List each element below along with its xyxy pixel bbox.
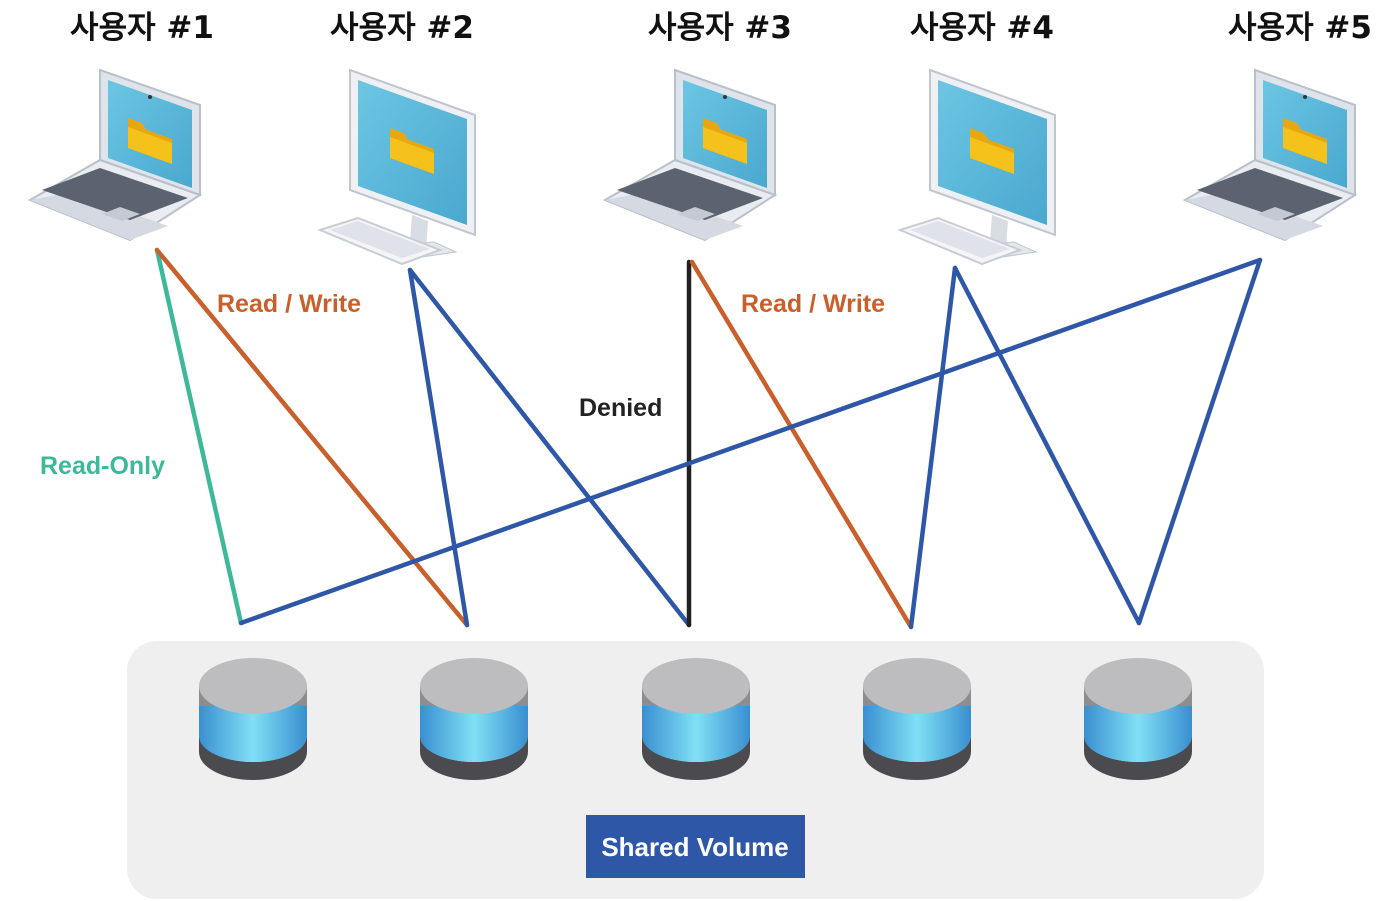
desktop-computer-icon <box>900 70 1055 264</box>
disk-icon <box>863 658 971 780</box>
disk-icon <box>199 658 307 780</box>
label-read-write-user1: Read / Write <box>217 290 361 318</box>
edge-user2-disk3 <box>407 267 692 628</box>
user-3: 사용자 #3 <box>605 10 792 240</box>
edge-user5-disk5 <box>1136 257 1263 626</box>
user-4: 사용자 #4 <box>900 10 1055 264</box>
edge-user1-read-only <box>154 247 244 626</box>
edge-user4-disk4 <box>908 265 958 630</box>
user-2-label: 사용자 #2 <box>330 10 474 46</box>
user-1: 사용자 #1 <box>30 10 214 240</box>
desktop-computer-icon <box>320 70 475 264</box>
disk-icon <box>642 658 750 780</box>
user-2: 사용자 #2 <box>320 10 475 264</box>
edge-user3-read-write <box>689 259 914 630</box>
user-4-label: 사용자 #4 <box>910 10 1054 46</box>
edge-user4-disk5 <box>952 265 1142 626</box>
user-5-label: 사용자 #5 <box>1228 10 1372 46</box>
shared-volume-label: Shared Volume <box>601 832 788 862</box>
edge-user2-disk2 <box>407 267 470 628</box>
label-denied: Denied <box>579 394 662 422</box>
disk-icon <box>420 658 528 780</box>
label-read-only: Read-Only <box>40 452 165 480</box>
user-1-label: 사용자 #1 <box>70 10 214 46</box>
user-5: 사용자 #5 <box>1185 10 1372 240</box>
label-read-write-user3: Read / Write <box>741 290 885 318</box>
user-3-label: 사용자 #3 <box>648 10 792 46</box>
shared-volume-badge <box>586 815 805 878</box>
connection-lines <box>154 247 1263 630</box>
edge-user5-disk1 <box>238 257 1263 626</box>
laptop-icon <box>605 70 775 240</box>
disk-icon <box>1084 658 1192 780</box>
laptop-icon <box>30 70 200 240</box>
laptop-icon <box>1185 70 1355 240</box>
